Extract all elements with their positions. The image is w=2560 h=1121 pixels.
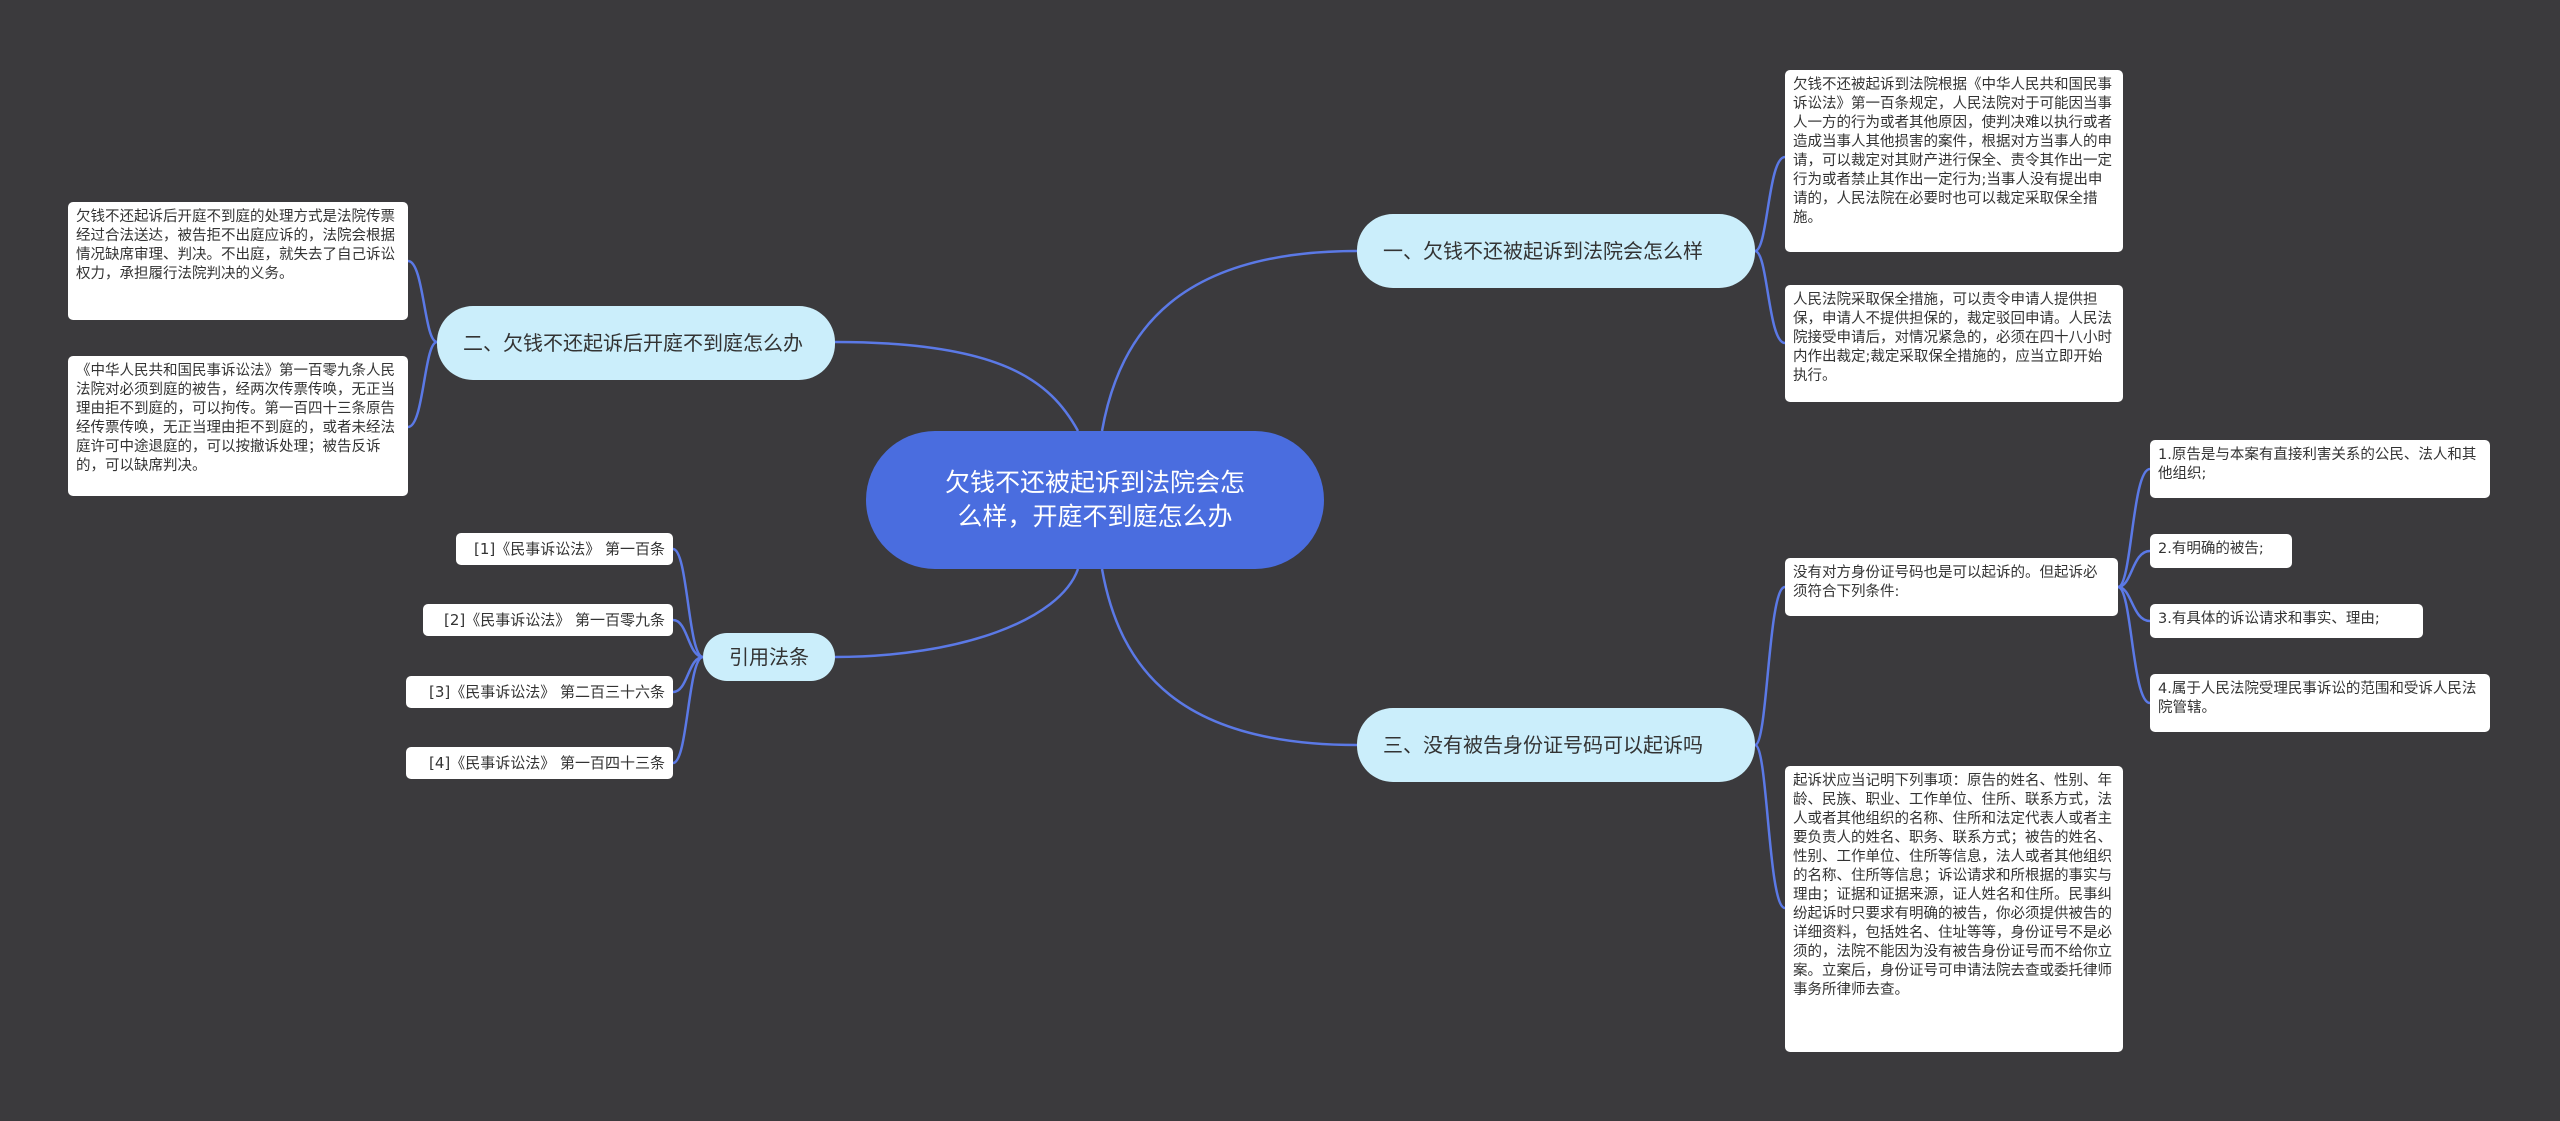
branch-2-detail-2[interactable]: 《中华人民共和国民事诉讼法》第一百零九条人民法院对必须到庭的被告，经两次传票传唤… [68, 356, 408, 496]
edge-b1-d1 [1754, 155, 1786, 253]
edge-intro-c1 [2117, 467, 2151, 589]
condition-1[interactable]: 1.原告是与本案有直接利害关系的公民、法人和其他组织; [2150, 440, 2490, 498]
citation-3[interactable]: [3]《民事诉讼法》 第二百三十六条 [406, 676, 673, 708]
branch-node-3-label: 三、没有被告身份证号码可以起诉吗 [1383, 732, 1703, 757]
root-topic-label: 欠钱不还被起诉到法院会怎么样，开庭不到庭怎么办 [944, 468, 1245, 531]
edge-b2-d1 [407, 259, 438, 344]
edge-intro-c4 [2117, 585, 2151, 705]
condition-3-text: 3.有具体的诉讼请求和事实、理由; [2158, 611, 2380, 627]
edge-b4-c1 [672, 547, 704, 659]
edge-root-b1 [1100, 249, 1358, 432]
branch-node-2-label: 二、欠钱不还起诉后开庭不到庭怎么办 [463, 330, 803, 355]
branch-3-detail[interactable]: 起诉状应当记明下列事项：原告的姓名、性别、年龄、民族、职业、工作单位、住所、联系… [1785, 766, 2123, 1052]
branch-node-4-label: 引用法条 [729, 644, 809, 669]
citation-2-text: [2]《民事诉讼法》 第一百零九条 [443, 611, 665, 629]
edge-b4-c2 [672, 618, 704, 659]
condition-2-text: 2.有明确的被告; [2158, 541, 2264, 557]
edge-root-b3 [1100, 568, 1358, 747]
branch-1-detail-1[interactable]: 欠钱不还被起诉到法院根据《中华人民共和国民事诉讼法》第一百条规定，人民法院对于可… [1785, 70, 2123, 252]
branch-3-detail-text: 起诉状应当记明下列事项：原告的姓名、性别、年龄、民族、职业、工作单位、住所、联系… [1793, 773, 2112, 998]
branch-1-detail-2-text: 人民法院采取保全措施，可以责令申请人提供担保，申请人不提供担保的，裁定驳回申请。… [1793, 292, 2112, 384]
condition-2[interactable]: 2.有明确的被告; [2150, 534, 2292, 568]
edge-root-b2 [834, 340, 1080, 432]
citation-1-text: [1]《民事诉讼法》 第一百条 [473, 540, 665, 558]
branch-3-intro[interactable]: 没有对方身份证号码也是可以起诉的。但起诉必须符合下列条件: [1785, 558, 2118, 616]
branch-node-3[interactable]: 三、没有被告身份证号码可以起诉吗 [1357, 708, 1755, 782]
citation-4-text: [4]《民事诉讼法》 第一百四十三条 [428, 754, 665, 772]
branch-2-detail-2-text: 《中华人民共和国民事诉讼法》第一百零九条人民法院对必须到庭的被告，经两次传票传唤… [76, 363, 395, 474]
root-topic[interactable]: 欠钱不还被起诉到法院会怎么样，开庭不到庭怎么办 [866, 431, 1324, 569]
branch-3-intro-text: 没有对方身份证号码也是可以起诉的。但起诉必须符合下列条件: [1793, 565, 2098, 600]
branch-1-detail-2[interactable]: 人民法院采取保全措施，可以责令申请人提供担保，申请人不提供担保的，裁定驳回申请。… [1785, 285, 2123, 402]
branch-node-2[interactable]: 二、欠钱不还起诉后开庭不到庭怎么办 [437, 306, 835, 380]
citation-1[interactable]: [1]《民事诉讼法》 第一百条 [456, 533, 673, 565]
edge-b2-d2 [407, 340, 438, 429]
branch-2-detail-1[interactable]: 欠钱不还起诉后开庭不到庭的处理方式是法院传票经过合法送达，被告拒不出庭应诉的，法… [68, 202, 408, 320]
branch-node-1[interactable]: 一、欠钱不还被起诉到法院会怎么样 [1357, 214, 1755, 288]
edge-intro-c2 [2117, 549, 2151, 589]
branch-2-detail-1-text: 欠钱不还起诉后开庭不到庭的处理方式是法院传票经过合法送达，被告拒不出庭应诉的，法… [76, 209, 395, 282]
citation-4[interactable]: [4]《民事诉讼法》 第一百四十三条 [406, 747, 673, 779]
citation-2[interactable]: [2]《民事诉讼法》 第一百零九条 [423, 604, 673, 636]
citation-3-text: [3]《民事诉讼法》 第二百三十六条 [428, 683, 665, 701]
edge-b3-detail [1753, 743, 1786, 910]
condition-4-text: 4.属于人民法院受理民事诉讼的范围和受诉人民法院管辖。 [2158, 681, 2477, 716]
branch-node-1-label: 一、欠钱不还被起诉到法院会怎么样 [1383, 238, 1703, 263]
branch-1-detail-1-text: 欠钱不还被起诉到法院根据《中华人民共和国民事诉讼法》第一百条规定，人民法院对于可… [1793, 77, 2112, 226]
edge-b4-c4 [672, 655, 704, 765]
condition-3[interactable]: 3.有具体的诉讼请求和事实、理由; [2150, 604, 2423, 638]
branch-node-4[interactable]: 引用法条 [703, 633, 835, 681]
edge-b1-d2 [1754, 249, 1786, 345]
condition-1-text: 1.原告是与本案有直接利害关系的公民、法人和其他组织; [2158, 447, 2477, 482]
edge-root-b4 [834, 568, 1080, 659]
condition-4[interactable]: 4.属于人民法院受理民事诉讼的范围和受诉人民法院管辖。 [2150, 674, 2490, 732]
edge-b3-intro [1753, 585, 1786, 747]
